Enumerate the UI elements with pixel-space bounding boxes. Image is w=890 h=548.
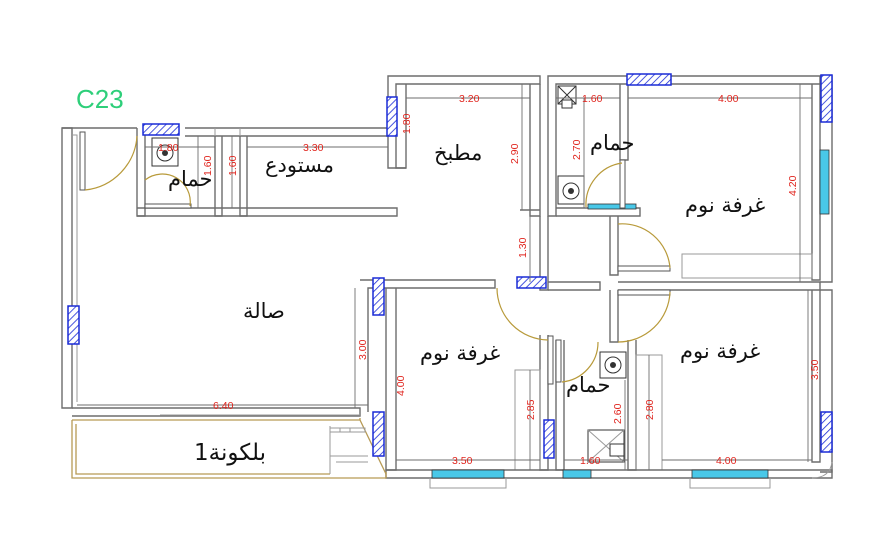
window-ne-bedroom [820,74,833,123]
dimension-lines [77,84,812,470]
toilet-south-bath [599,351,627,379]
dim-bath-west-height: 1.60 [202,155,214,176]
windows [67,73,833,459]
door-mid-bedroom [496,287,554,385]
door-north-bath [585,159,626,209]
door-south-bath [555,339,599,383]
label-bedroom-southeast: غرفة نوم [680,339,760,363]
dim-kitchen-width: 3.20 [459,93,480,105]
toilet-north-bath [557,175,585,205]
glass-se-bedroom [691,469,769,479]
door-west-bath [144,173,192,209]
window-corridor [516,276,547,289]
label-storage: مستودع [265,153,334,177]
dim-bath-north-width: 1.60 [582,93,603,105]
dim-wardrobe-mid-height: 2.85 [525,399,537,420]
label-bathroom-north: حمام [590,131,635,155]
unit-code: C23 [76,84,124,114]
dim-living-width: 6.40 [213,400,234,412]
window-west-bath [142,123,180,136]
label-balcony: بلكونة1 [194,440,266,466]
dim-bath-west-width: 1.80 [158,142,179,154]
dim-bedroom-mid-width: 3.50 [452,455,473,467]
glass-ne-bedroom [819,149,830,215]
dim-wardrobe-se-height: 2.80 [644,399,656,420]
label-kitchen: مطبخ [434,141,482,165]
dim-bedroom-ne-width: 4.00 [718,93,739,105]
window-balcony-door [372,411,385,457]
label-bathroom-south: حمام [566,373,611,397]
walls [61,75,833,479]
room-labels: حمام مستودع مطبخ حمام غرفة نوم صالة غرفة… [168,131,765,466]
dim-bedroom-se-height: 3.50 [809,359,821,380]
dim-bath-south-height: 2.60 [612,403,624,424]
dim-bath-south-width: 1.60 [580,455,601,467]
dim-bedroom-mid-height: 4.00 [395,375,407,396]
dim-storage-width: 3.30 [303,142,324,154]
dim-corridor-width: 1.30 [517,237,529,258]
glass-mid-bedroom [431,469,505,479]
label-bedroom-middle: غرفة نوم [420,341,500,365]
label-bathroom-west: حمام [168,167,213,191]
dim-storage-height: 1.60 [227,155,239,176]
door-ne-bedroom [617,223,671,272]
shower-south-bath [587,429,625,463]
dim-bedroom-se-width: 4.00 [716,455,737,467]
dim-kitchen-depth: 2.90 [509,143,521,164]
window-mid-wardrobe [543,419,555,459]
dimension-labels: 1.80 3.30 1.60 1.60 3.20 1.80 2.90 1.60 … [158,93,821,467]
window-living-west [67,305,80,345]
glass-windows [429,149,830,489]
door-living-entry [79,131,138,191]
glass-south-bath [562,469,592,479]
window-living-mid [372,277,385,316]
window-se-bedroom [820,411,833,453]
window-north-bath [626,73,672,86]
door-se-bedroom [617,289,671,343]
toilet-west-bath [151,137,179,167]
dim-kitchen-height: 1.80 [401,113,413,134]
balcony [71,414,387,479]
dim-living-height: 3.00 [357,339,369,360]
shower-north-bath [557,85,577,109]
doors [79,131,671,385]
dim-bath-north-height: 2.70 [571,139,583,160]
glass-north-bath [587,203,637,210]
label-living: صالة [243,299,285,323]
dim-bedroom-ne-height: 4.20 [787,175,799,196]
fixtures [151,85,627,463]
window-kitchen [386,96,398,137]
label-bedroom-northeast: غرفة نوم [685,193,765,217]
